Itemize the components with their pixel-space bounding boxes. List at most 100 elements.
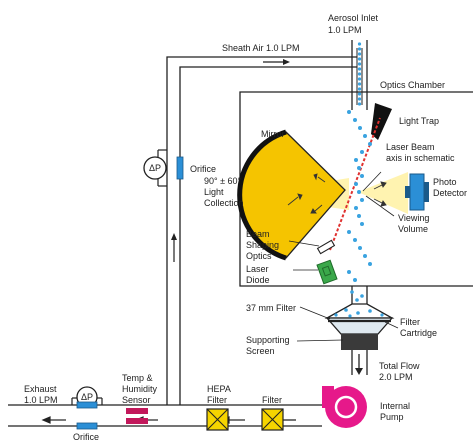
particle	[354, 182, 358, 186]
particle	[357, 166, 361, 170]
particle	[357, 190, 361, 194]
temp-humidity-label: Temp &	[122, 373, 153, 383]
particle	[360, 222, 364, 226]
leader-lines	[288, 171, 399, 342]
particle	[350, 290, 354, 294]
laser-diode	[316, 259, 338, 285]
delta-p-gauge-top	[143, 149, 167, 187]
filter-37mm-label: 37 mm Filter	[246, 303, 296, 313]
internal-pump-label: Internal	[380, 401, 410, 411]
hepa-filter-label-2: Filter	[207, 395, 227, 405]
light-collection-label: 90° ± 60°	[204, 176, 242, 186]
light-collection-label-2: Light	[204, 187, 224, 197]
aerosol-particles	[334, 42, 384, 318]
particle	[357, 214, 361, 218]
particle	[357, 102, 362, 106]
particle	[344, 308, 348, 312]
particle	[353, 238, 357, 242]
laser-beam-label-2: axis in schematic	[386, 153, 455, 163]
sheath-air-arrow	[263, 59, 290, 65]
aerosol-inlet-label: Aerosol Inlet	[328, 13, 379, 23]
particle	[357, 47, 362, 51]
sheath-air-duct	[166, 56, 357, 405]
particle	[357, 62, 362, 66]
particle	[363, 254, 367, 258]
filter-cartridge-label-2: Cartridge	[400, 328, 437, 338]
orifice-bottom-label: Orifice	[73, 432, 99, 442]
particle	[357, 42, 362, 46]
total-flow-label-2: 2.0 LPM	[379, 372, 413, 382]
orifice-bottom	[76, 401, 98, 409]
particle	[347, 110, 351, 114]
filter	[261, 408, 284, 431]
viewing-volume-label: Viewing	[398, 213, 429, 223]
particle	[357, 82, 362, 86]
optics-chamber-label: Optics Chamber	[380, 80, 445, 90]
beam-shaping-label-2: Shaping	[246, 240, 279, 250]
orifice-top	[176, 156, 184, 180]
hepa-filter	[206, 408, 229, 431]
particle	[368, 309, 372, 313]
laser-diode-label: Laser	[246, 264, 269, 274]
detector-light-cone	[358, 172, 408, 214]
up-flow-arrow	[171, 233, 177, 262]
light-trap-label: Light Trap	[399, 116, 439, 126]
photo-detector-label: Photo	[433, 177, 457, 187]
aerosol-inlet-nozzle	[351, 40, 368, 110]
particle	[353, 118, 357, 122]
mirror-label: Mirror	[261, 129, 285, 139]
light-trap	[371, 103, 392, 140]
photo-detector-label-2: Detector	[433, 188, 467, 198]
internal-pump-label-2: Pump	[380, 412, 404, 422]
particle	[357, 72, 362, 76]
particle	[357, 92, 362, 96]
supporting-screen	[341, 334, 378, 350]
particle	[368, 142, 372, 146]
particle	[360, 174, 364, 178]
photo-detector	[405, 173, 429, 211]
light-collection-label-3: Collection	[204, 198, 244, 208]
total-flow-label: Total Flow	[379, 361, 420, 371]
mirror-back	[237, 129, 287, 261]
particle	[357, 97, 362, 101]
particle	[360, 198, 364, 202]
particle	[358, 126, 362, 130]
particle	[357, 52, 362, 56]
beam-shaping-label-3: Optics	[246, 251, 272, 261]
particle	[357, 57, 362, 61]
supporting-screen-label-2: Screen	[246, 346, 275, 356]
particle	[334, 313, 338, 317]
supporting-screen-label: Supporting	[246, 335, 290, 345]
internal-pump	[322, 386, 367, 428]
particle	[347, 230, 351, 234]
bottom-flow-arrows	[41, 416, 296, 424]
particle	[368, 262, 372, 266]
beam-shaping-optics	[316, 239, 336, 255]
exhaust-label-2: 1.0 LPM	[24, 395, 58, 405]
filter-label: Filter	[262, 395, 282, 405]
temp-humidity-label-3: Sensor	[122, 395, 151, 405]
particle	[358, 246, 362, 250]
particle	[354, 158, 358, 162]
orifice-top-label: Orifice	[190, 164, 216, 174]
laser-beam-label: Laser Beam	[386, 142, 435, 152]
total-flow-arrow	[355, 354, 363, 375]
particle	[355, 298, 359, 302]
particle	[356, 311, 360, 315]
particle	[360, 150, 364, 154]
beam-shaping-label: Beam	[246, 229, 270, 239]
delta-p-top-label: ΔP	[149, 163, 161, 173]
temp-humidity-label-2: Humidity	[122, 384, 158, 394]
filter-cartridge	[324, 286, 395, 375]
particle	[380, 313, 384, 317]
light-ray-arrows	[287, 173, 387, 214]
particle	[363, 134, 367, 138]
orifice-bottom-lower	[76, 422, 98, 430]
laser-diode-label-2: Diode	[246, 275, 270, 285]
labels: Aerosol Inlet 1.0 LPM Sheath Air 1.0 LPM…	[24, 13, 467, 442]
particle	[354, 206, 358, 210]
exhaust-label: Exhaust	[24, 384, 57, 394]
viewing-volume-label-2: Volume	[398, 224, 428, 234]
aerosol-inlet-flow-label: 1.0 LPM	[328, 25, 362, 35]
particle	[357, 67, 362, 71]
